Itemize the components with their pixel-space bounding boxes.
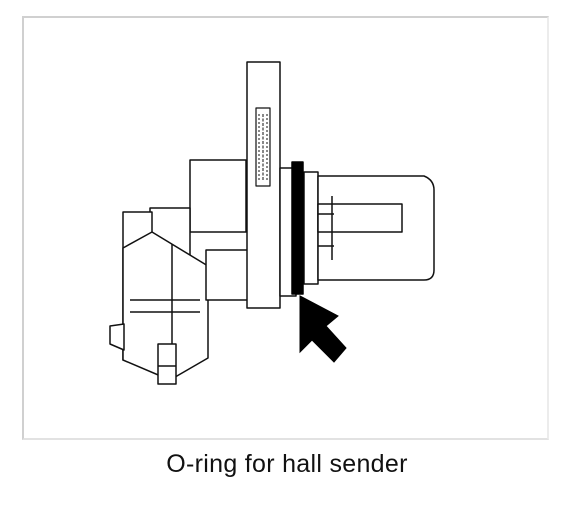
sensor-stub: [157, 343, 177, 385]
figure-caption: O-ring for hall sender: [166, 450, 408, 478]
sensor-base: [205, 249, 251, 301]
pointer-arrow: [299, 295, 347, 363]
sensor-housing-left: [109, 159, 247, 381]
o-ring: [291, 161, 304, 295]
part-label: [255, 107, 271, 187]
